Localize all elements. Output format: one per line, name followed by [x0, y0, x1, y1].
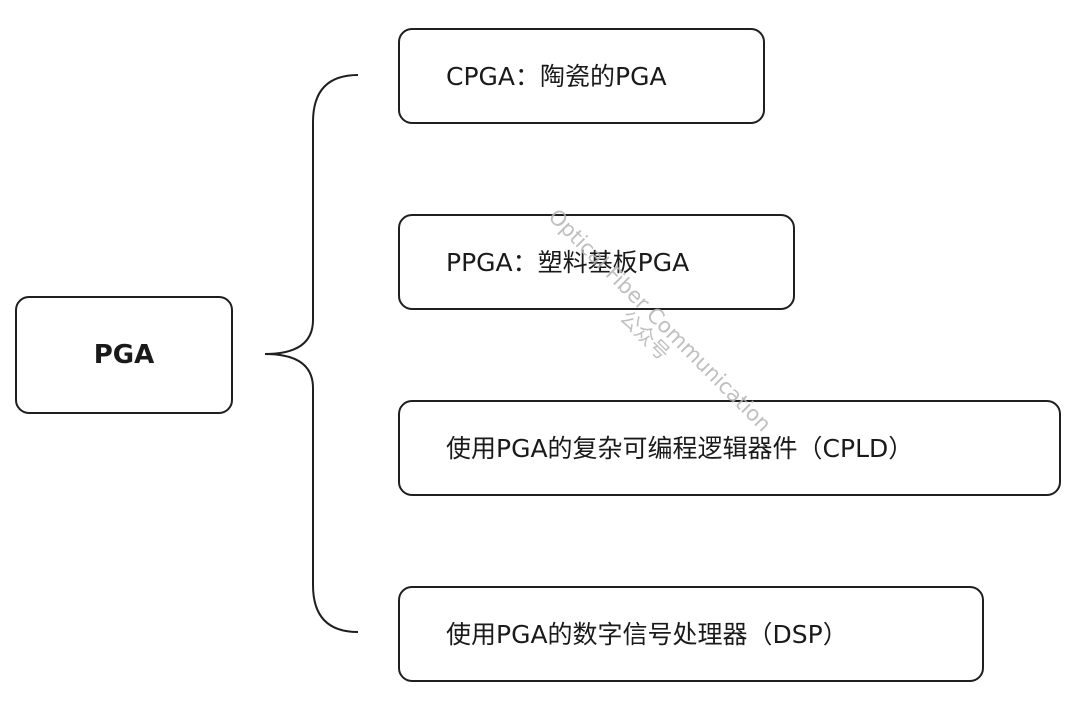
child-node-ppga[interactable]: PPGA：塑料基板PGA — [398, 214, 795, 310]
root-node-label: PGA — [93, 340, 155, 370]
child-node-label: 使用PGA的复杂可编程逻辑器件（CPLD） — [446, 433, 914, 463]
child-node-cpld[interactable]: 使用PGA的复杂可编程逻辑器件（CPLD） — [398, 400, 1061, 496]
child-node-dsp[interactable]: 使用PGA的数字信号处理器（DSP） — [398, 586, 984, 682]
root-node-pga[interactable]: PGA — [15, 296, 233, 414]
brace-path — [264, 74, 359, 633]
child-node-label: CPGA：陶瓷的PGA — [446, 61, 667, 91]
child-node-label: PPGA：塑料基板PGA — [446, 247, 690, 277]
child-node-cpga[interactable]: CPGA：陶瓷的PGA — [398, 28, 765, 124]
child-node-label: 使用PGA的数字信号处理器（DSP） — [446, 619, 848, 649]
